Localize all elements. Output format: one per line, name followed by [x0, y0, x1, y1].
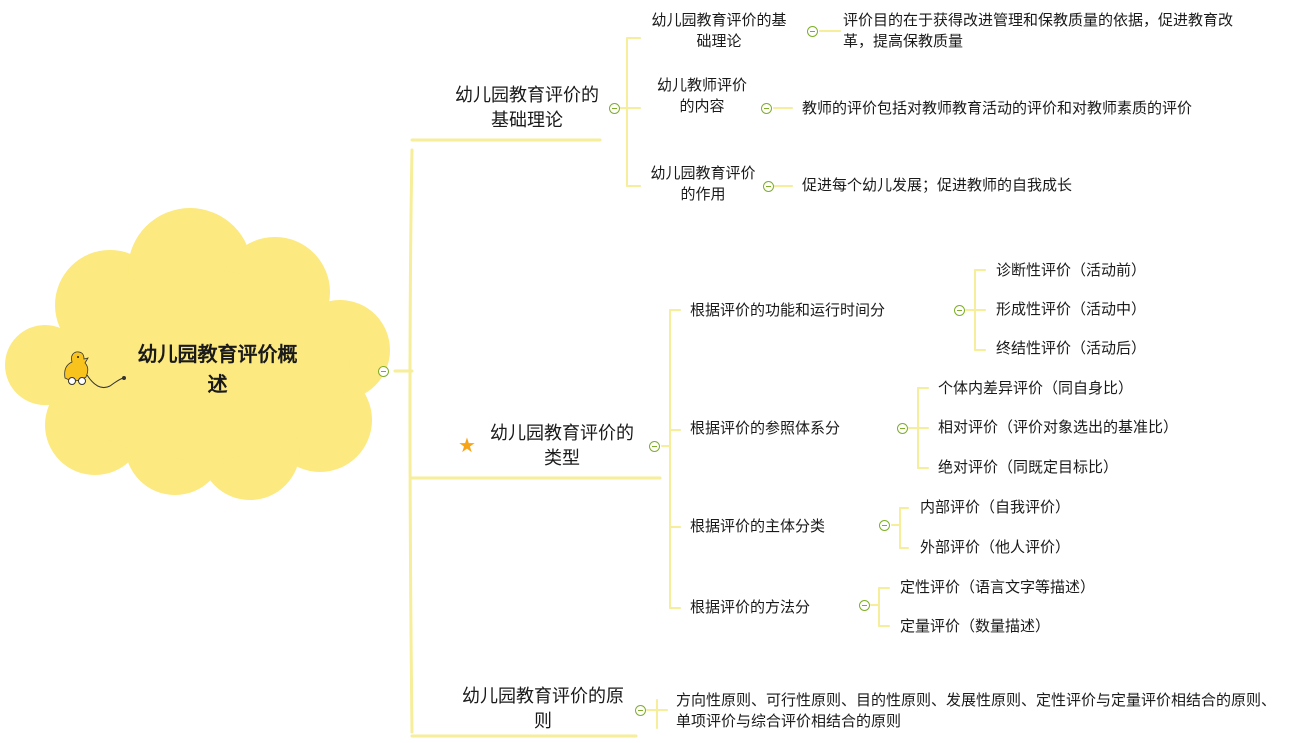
branch-basics-toggle[interactable]	[609, 103, 620, 114]
branch-types-title[interactable]: 幼儿园教育评价的类型	[490, 423, 634, 469]
types-group-3-toggle[interactable]	[879, 520, 890, 531]
types-group-1-toggle[interactable]	[954, 305, 965, 316]
types-group-2-item-2[interactable]: 相对评价（评价对象选出的基准比）	[938, 418, 1179, 436]
branch-principles-toggle[interactable]	[635, 705, 646, 716]
root-collapse-toggle[interactable]	[378, 366, 389, 377]
types-group-1-item-3[interactable]: 终结性评价（活动后）	[996, 339, 1147, 357]
types-group-4-toggle[interactable]	[859, 600, 870, 611]
types-group-4-item-1[interactable]: 定性评价（语言文字等描述）	[900, 578, 1096, 596]
connector-lines	[393, 138, 662, 738]
basics-item-3-toggle[interactable]	[763, 181, 774, 192]
root-topic[interactable]: 幼儿园教育评价概述	[137, 342, 298, 396]
basics-item-2-detail[interactable]: 教师的评价包括对教师教育活动的评价和对教师素质的评价	[802, 99, 1193, 117]
principles-detail[interactable]: 方向性原则、可行性原则、目的性原则、发展性原则、定性评价与定量评价相结合的原则、…	[676, 691, 1277, 730]
types-group-4-title[interactable]: 根据评价的方法分	[690, 598, 811, 616]
basics-item-1-detail[interactable]: 评价目的在于获得改进管理和保教质量的依据，促进教育改革，提高保教质量	[843, 11, 1234, 50]
types-group-2-item-3[interactable]: 绝对评价（同既定目标比）	[938, 458, 1119, 476]
types-group-2-toggle[interactable]	[897, 423, 908, 434]
basics-item-1-title[interactable]: 幼儿园教育评价的基础理论	[651, 11, 787, 50]
basics-item-2-title[interactable]: 幼儿教师评价的内容	[656, 76, 747, 115]
basics-item-1-toggle[interactable]	[807, 26, 818, 37]
branch-basics-title[interactable]: 幼儿园教育评价的基础理论	[455, 85, 599, 131]
connector-lines-thin	[619, 30, 986, 729]
types-group-2-title[interactable]: 根据评价的参照体系分	[690, 419, 841, 437]
basics-item-2-toggle[interactable]	[761, 103, 772, 114]
types-group-1-item-2[interactable]: 形成性评价（活动中）	[996, 300, 1147, 318]
types-group-3-item-1[interactable]: 内部评价（自我评价）	[920, 498, 1071, 516]
basics-item-3-detail[interactable]: 促进每个幼儿发展；促进教师的自我成长	[802, 176, 1073, 194]
root-cloud	[5, 208, 390, 500]
types-group-2-item-1[interactable]: 个体内差异评价（同自身比）	[938, 379, 1134, 397]
branch-types-toggle[interactable]	[649, 441, 660, 452]
branch-principles-title[interactable]: 幼儿园教育评价的原则	[462, 686, 624, 732]
types-group-1-item-1[interactable]: 诊断性评价（活动前）	[996, 261, 1147, 279]
types-group-3-item-2[interactable]: 外部评价（他人评价）	[920, 538, 1071, 556]
types-group-4-item-2[interactable]: 定量评价（数量描述）	[900, 617, 1051, 635]
star-icon: ★	[458, 433, 476, 457]
types-group-1-title[interactable]: 根据评价的功能和运行时间分	[690, 301, 886, 319]
basics-item-3-title[interactable]: 幼儿园教育评价的作用	[650, 164, 756, 203]
duck-on-wheels-icon	[64, 351, 126, 389]
types-group-3-title[interactable]: 根据评价的主体分类	[690, 517, 826, 535]
